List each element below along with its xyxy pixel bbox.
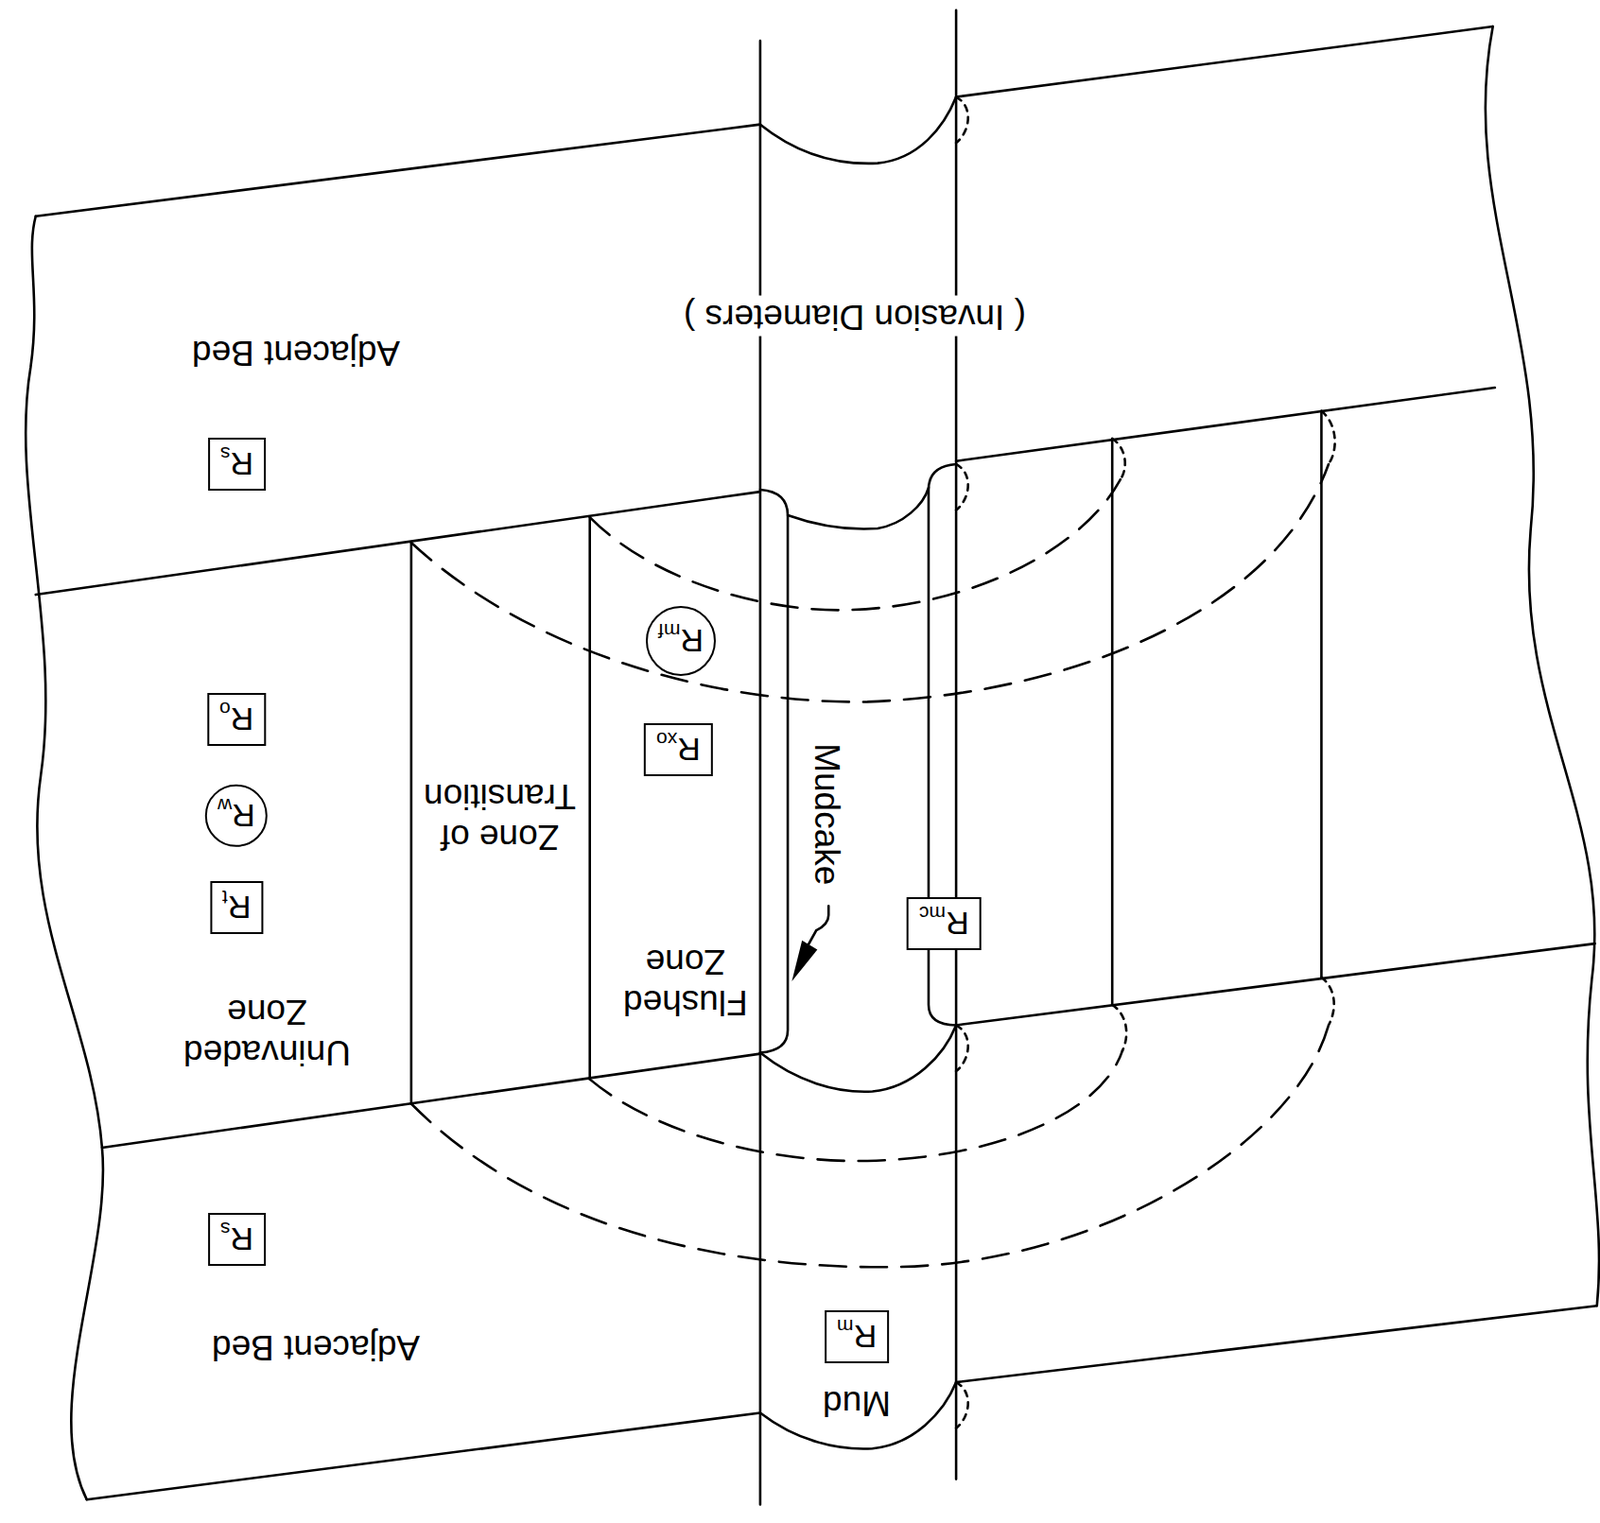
transition-zone-wall	[411, 411, 1322, 1105]
resistivity-symbol: Rt	[222, 891, 251, 924]
borehole-slice	[760, 97, 957, 164]
zone-wall-curl	[1112, 411, 1335, 1052]
leader-line	[805, 905, 829, 949]
invasion-arc	[590, 479, 1121, 610]
bed-boundary	[102, 943, 1596, 1148]
invasion-arc	[411, 464, 1329, 702]
borehole-slice	[787, 487, 929, 530]
resistivity-symbol: Rmc	[919, 907, 970, 940]
slab-left-edge	[25, 216, 104, 1500]
resistivity-symbol: Rm	[836, 1321, 877, 1354]
bed-label: Adjacent Bed	[208, 1326, 423, 1368]
resistivity-symbol: Ro	[219, 703, 254, 736]
bed-label: Adjacent Bed	[189, 331, 403, 373]
leader-arrowhead	[791, 940, 818, 982]
resistivity-symbol: Rw	[217, 800, 256, 833]
zone-label: Uninvaded Zone	[180, 991, 354, 1073]
symbol-box: Rs	[208, 437, 266, 491]
symbol-box: Rxo	[643, 723, 714, 777]
slab-right-edge	[1485, 26, 1600, 1306]
symbol-box: Ro	[207, 693, 266, 747]
zone-label: Flushed Zone	[620, 941, 751, 1023]
mudcake-outline	[760, 489, 788, 1054]
resistivity-symbol: Rs	[220, 448, 254, 481]
symbol-circle: Rw	[205, 784, 268, 848]
symbol-box: Rm	[824, 1310, 889, 1364]
invasion-arc	[590, 1050, 1123, 1162]
zone-label: Zone of Transition	[420, 776, 579, 857]
slab-bottom-edge	[86, 1305, 1598, 1500]
slab-top-edge	[35, 26, 1494, 217]
resistivity-symbol: Rs	[220, 1223, 254, 1256]
invasion-arc	[411, 1025, 1329, 1268]
symbol-circle: Rmf	[645, 606, 716, 677]
borehole-wall	[760, 10, 957, 1506]
symbol-box: Rmc	[906, 897, 982, 951]
resistivity-symbol: Rxo	[656, 733, 701, 766]
borehole-slice	[760, 1382, 957, 1449]
borehole-slice	[760, 1025, 957, 1092]
mudcake-label: Mudcake	[806, 740, 848, 888]
symbol-box: Rs	[208, 1213, 266, 1267]
mud-label: Mud	[819, 1382, 894, 1424]
diameter-label: ( Invasion Diameters )	[680, 295, 1029, 337]
symbol-box: Rt	[209, 881, 263, 935]
resistivity-symbol: Rmf	[658, 625, 704, 658]
flushed-zone-wall	[590, 438, 1113, 1080]
